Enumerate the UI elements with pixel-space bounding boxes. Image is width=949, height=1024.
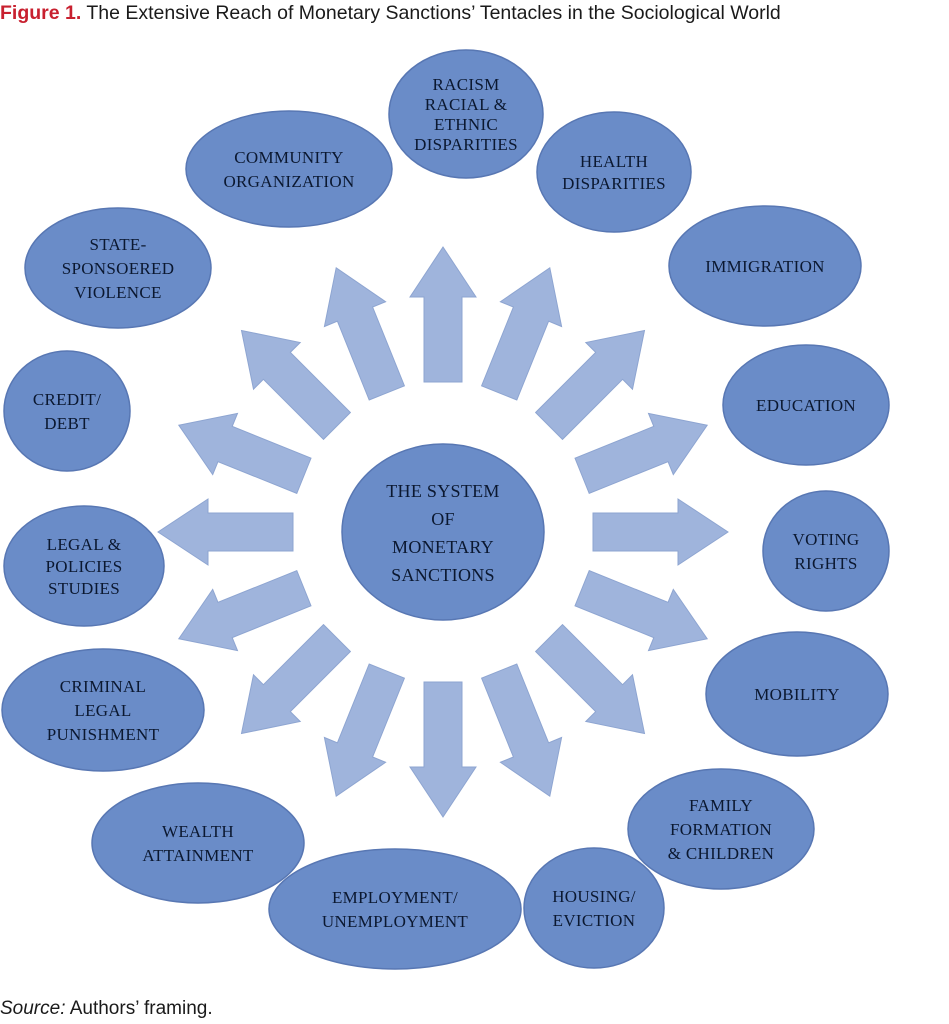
node-label: ORGANIZATION: [223, 172, 354, 191]
node-education: EDUCATION: [722, 344, 890, 466]
node-ellipse: [668, 205, 862, 327]
node-label: POLICIES: [45, 557, 122, 576]
node-wealth: WEALTH ATTAINMENT: [91, 782, 305, 904]
node-label: CRIMINAL: [60, 677, 146, 696]
node-ellipse: [523, 847, 665, 969]
node-ellipse: [762, 490, 890, 612]
arrow: [574, 569, 709, 652]
node-label: FORMATION: [670, 820, 772, 839]
source-label: Source:: [0, 998, 66, 1019]
node-ellipse: [91, 782, 305, 904]
node-voting: VOTING RIGHTS: [762, 490, 890, 612]
node-label: DISPARITIES: [414, 135, 518, 154]
node-label: HOUSING/: [552, 887, 636, 906]
arrow: [240, 623, 352, 735]
node-ellipse: [388, 49, 544, 179]
node-ellipse: [268, 848, 522, 970]
node-ellipse: [536, 111, 692, 233]
node-label: DISPARITIES: [562, 174, 666, 193]
arrow: [592, 498, 729, 566]
node-legal: LEGAL & POLICIES STUDIES: [3, 505, 165, 627]
node-state: STATE- SPONSOERED VIOLENCE: [24, 207, 212, 329]
source-text: Authors’ framing.: [69, 998, 213, 1019]
arrow: [534, 329, 646, 441]
node-immigration: IMMIGRATION: [668, 205, 862, 327]
arrow: [574, 412, 709, 495]
node-label: ETHNIC: [434, 115, 498, 134]
figure-title: Figure 1. The Extensive Reach of Monetar…: [0, 2, 949, 25]
center-label: THE SYSTEM: [386, 481, 500, 501]
node-label: VIOLENCE: [74, 283, 161, 302]
center-label: MONETARY: [392, 537, 494, 557]
node-label: CREDIT/: [33, 390, 101, 409]
node-family: FAMILY FORMATION & CHILDREN: [627, 768, 815, 890]
node-label: EMPLOYMENT/: [332, 888, 458, 907]
node-label: VOTING: [793, 530, 860, 549]
node-label: RACIAL &: [425, 95, 508, 114]
arrow: [240, 329, 352, 441]
node-employment: EMPLOYMENT/UNEMPLOYMENT: [268, 848, 522, 970]
node-label: COMMUNITY: [234, 148, 343, 167]
node-housing: HOUSING/EVICTION: [523, 847, 665, 969]
node-label: SPONSOERED: [62, 259, 175, 278]
node-label: UNEMPLOYMENT: [322, 912, 469, 931]
center-group: THE SYSTEM OF MONETARY SANCTIONS: [341, 443, 545, 621]
node-label: STATE-: [89, 235, 146, 254]
node-ellipse: [722, 344, 890, 466]
arrow: [177, 569, 312, 652]
node-label: RACISM: [433, 75, 500, 94]
figure-label: Figure 1.: [0, 2, 82, 24]
arrow: [409, 246, 477, 383]
node-label: PUNISHMENT: [47, 725, 160, 744]
node-label: IMMIGRATION: [705, 257, 824, 276]
node-label: LEGAL: [74, 701, 131, 720]
node-health: HEALTH DISPARITIES: [536, 111, 692, 233]
node-label: WEALTH: [162, 822, 234, 841]
node-ellipse: [627, 768, 815, 890]
node-label: EVICTION: [553, 911, 636, 930]
figure-caption: The Extensive Reach of Monetary Sanction…: [86, 2, 781, 24]
arrow: [157, 498, 294, 566]
node-label: DEBT: [44, 414, 90, 433]
node-label: LEGAL &: [47, 535, 122, 554]
node-label: FAMILY: [689, 796, 753, 815]
arrow: [480, 663, 563, 798]
arrow: [480, 266, 563, 401]
node-ellipse: [185, 110, 393, 228]
arrow: [409, 681, 477, 818]
node-ellipse: [705, 631, 889, 757]
node-label: STUDIES: [48, 579, 120, 598]
node-label: HEALTH: [580, 152, 648, 171]
node-label: EDUCATION: [756, 396, 856, 415]
center-circle: [341, 443, 545, 621]
arrows-group: [157, 246, 729, 818]
source-note: Source: Authors’ framing.: [0, 998, 213, 1020]
node-label: MOBILITY: [754, 685, 840, 704]
arrow: [177, 412, 312, 495]
center-label: OF: [431, 509, 455, 529]
node-mobility: MOBILITY: [705, 631, 889, 757]
node-ellipse: [3, 505, 165, 627]
arrow: [323, 266, 406, 401]
arrow: [323, 663, 406, 798]
node-ellipse: [3, 350, 131, 472]
node-community: COMMUNITY ORGANIZATION: [185, 110, 393, 228]
node-label: & CHILDREN: [668, 844, 774, 863]
node-ellipse: [1, 648, 205, 772]
node-criminal: CRIMINAL LEGAL PUNISHMENT: [1, 648, 205, 772]
node-ellipse: [24, 207, 212, 329]
arrow: [534, 623, 646, 735]
node-label: RIGHTS: [794, 554, 857, 573]
node-credit: CREDIT/DEBT: [3, 350, 131, 472]
center-label: SANCTIONS: [391, 565, 495, 585]
node-label: ATTAINMENT: [142, 846, 253, 865]
